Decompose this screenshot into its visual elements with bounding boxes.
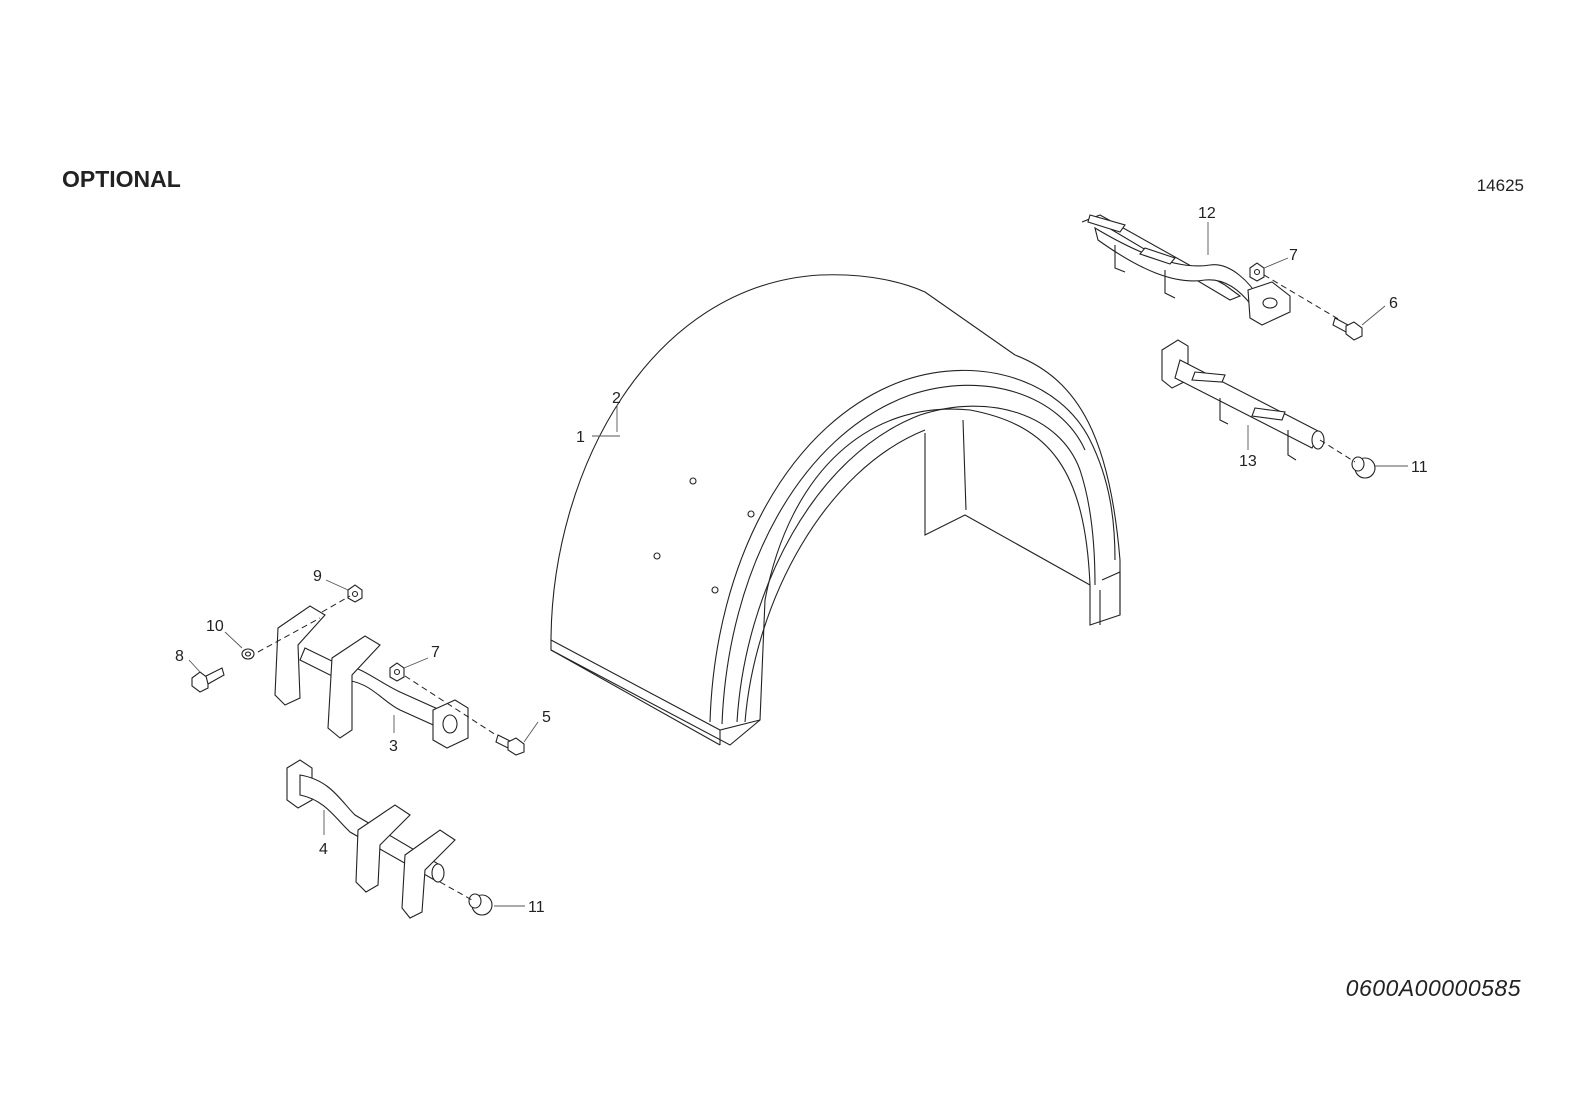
callout-11-right: 11: [1411, 459, 1428, 476]
document-number: 0600A00000585: [1345, 975, 1521, 1001]
callout-12: 12: [1198, 205, 1216, 222]
callout-10: 10: [206, 618, 224, 635]
bracket-part-3[interactable]: [274, 605, 469, 749]
callout-7-left: 7: [431, 644, 440, 661]
callout-7-right: 7: [1289, 247, 1298, 264]
callout-13: 13: [1239, 453, 1257, 470]
callout-8: 8: [175, 648, 184, 665]
bolt-part-8[interactable]: [191, 667, 225, 693]
washer-part-10[interactable]: [241, 648, 255, 660]
bracket-part-12[interactable]: [1081, 214, 1291, 326]
fender-part[interactable]: [550, 274, 1121, 746]
callout-3: 3: [389, 738, 398, 755]
callout-5: 5: [542, 709, 551, 726]
bracket-part-13[interactable]: [1161, 339, 1325, 461]
callout-2: 2: [612, 390, 621, 407]
callout-4: 4: [319, 841, 328, 858]
diagram-title: OPTIONAL: [62, 166, 181, 192]
callout-9: 9: [313, 568, 322, 585]
nut-part-7-right[interactable]: [1249, 262, 1265, 282]
reference-number: 14625: [1476, 176, 1524, 195]
cap-part-11-left[interactable]: [468, 893, 493, 916]
bolt-part-5[interactable]: [495, 734, 525, 756]
bracket-part-4[interactable]: [286, 759, 456, 919]
callout-1: 1: [576, 429, 585, 446]
nut-part-7-left[interactable]: [389, 662, 405, 682]
callout-6: 6: [1389, 295, 1398, 312]
callout-11-left: 11: [528, 899, 545, 916]
nut-part-9[interactable]: [347, 584, 363, 603]
cap-part-11-right[interactable]: [1351, 456, 1376, 479]
bolt-part-6[interactable]: [1332, 317, 1363, 341]
